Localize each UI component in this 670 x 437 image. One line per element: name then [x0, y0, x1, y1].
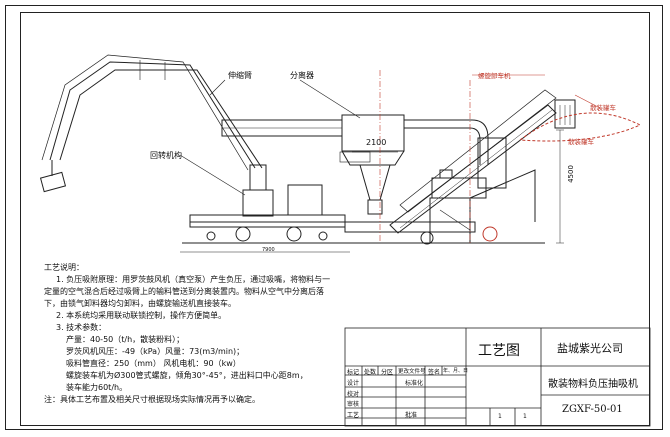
label-dim-7900: 7900 [262, 247, 275, 253]
notes-line: 装车能力60t/h。 [66, 383, 128, 392]
tb-role-design: 设计 [347, 380, 360, 387]
mast [249, 164, 267, 191]
tb-role-process: 工艺 [347, 412, 360, 419]
wheel-conveyor [420, 231, 434, 245]
product-name: 散装物料负压抽吸机 [548, 379, 638, 390]
tb-date: 年、月、日 [443, 368, 469, 374]
filter [477, 137, 507, 189]
screw-conveyor [389, 104, 557, 234]
tanker-outline [519, 112, 642, 142]
process-notes: 工艺说明： 1. 负压吸附原理：用罗茨鼓风机（真空泵）产生负压，通过吸嘴，将物料… [44, 262, 364, 406]
notes-line: 2. 本系统均采用联动联锁控制，操作方便简单。 [56, 311, 227, 320]
label-slewing: 回转机构 [150, 151, 182, 160]
wheel-left [235, 226, 251, 242]
label-tanker: 散装罐车 [590, 104, 616, 112]
wheel-loader [482, 226, 498, 242]
tb-approve: 批准 [405, 412, 418, 419]
label-screw-unloader: 螺旋卸车机 [478, 72, 511, 80]
tb-scale-a: 1 [498, 413, 502, 420]
slewing-column [242, 189, 274, 217]
separator-cone [359, 164, 391, 201]
notes-line: 螺旋装车机为Ø300管式螺旋，倾角30°-45°，进出料口中心距8m， [66, 371, 308, 380]
support-right [318, 231, 328, 241]
label-dim-4500: 4500 [566, 165, 575, 183]
telescopic-arm [49, 61, 256, 169]
rotary-valve [367, 199, 383, 215]
tb-role-review: 审核 [347, 401, 360, 408]
notes-line: 罗茨风机风压：-49（kPa）风量：73(m3/min)； [66, 347, 245, 356]
separator-body [341, 114, 405, 152]
notes-line: 注：具体工艺布置及相关尺寸根据现场实际情况再予以确定。 [44, 395, 260, 404]
suction-nozzle [39, 171, 67, 193]
notes-line: 产量：40-50（t/h，散装粉料）； [66, 335, 185, 344]
drawing-type: 工艺图 [478, 343, 520, 359]
label-telescopic-arm: 伸缩臂 [228, 71, 252, 80]
tb-count: 处数 [364, 369, 377, 376]
label-dim-2100: 2100 [366, 138, 387, 147]
notes-heading: 工艺说明： [44, 263, 84, 272]
support-left [206, 231, 216, 241]
tb-scale-b: 1 [523, 413, 527, 420]
company-name: 盐城紫光公司 [557, 342, 623, 355]
notes-line: 定量的空气混合后经过吸臂上的输料管送到分离装置内。物料从空气中分离后落 [44, 287, 324, 296]
notes-line: 1. 负压吸附原理：用罗茨鼓风机（真空泵）产生负压，通过吸嘴，将物料与一 [56, 275, 331, 284]
base-beam [344, 221, 476, 233]
tb-role-check: 校对 [347, 391, 360, 398]
tb-standard: 标准化 [405, 380, 424, 387]
exhaust-duct [404, 127, 481, 165]
title-block [344, 327, 651, 427]
tb-zone: 分区 [381, 369, 394, 376]
chassis [189, 214, 346, 228]
tb-mark: 标记 [347, 369, 360, 376]
blower-unit [287, 184, 323, 216]
separator-lower [341, 150, 405, 166]
label-separator: 分离器 [290, 71, 314, 80]
drawing-code: ZGXF-50-01 [562, 404, 623, 415]
drawing-border [20, 12, 650, 426]
notes-line: 吸料管直径：250（mm） 风机电机：90（kw） [66, 359, 241, 368]
tb-sign: 签名 [428, 369, 441, 376]
wheel-right [286, 226, 302, 242]
label-bulk-silo: 散装罐车 [568, 138, 594, 146]
outer-frame [5, 5, 663, 430]
notes-line: 3. 技术参数： [56, 323, 107, 332]
tb-change-doc: 更改文件号 [398, 369, 426, 375]
notes-line: 下，由锁气卸料器均匀卸料，由螺旋输送机直接装车。 [44, 299, 236, 308]
